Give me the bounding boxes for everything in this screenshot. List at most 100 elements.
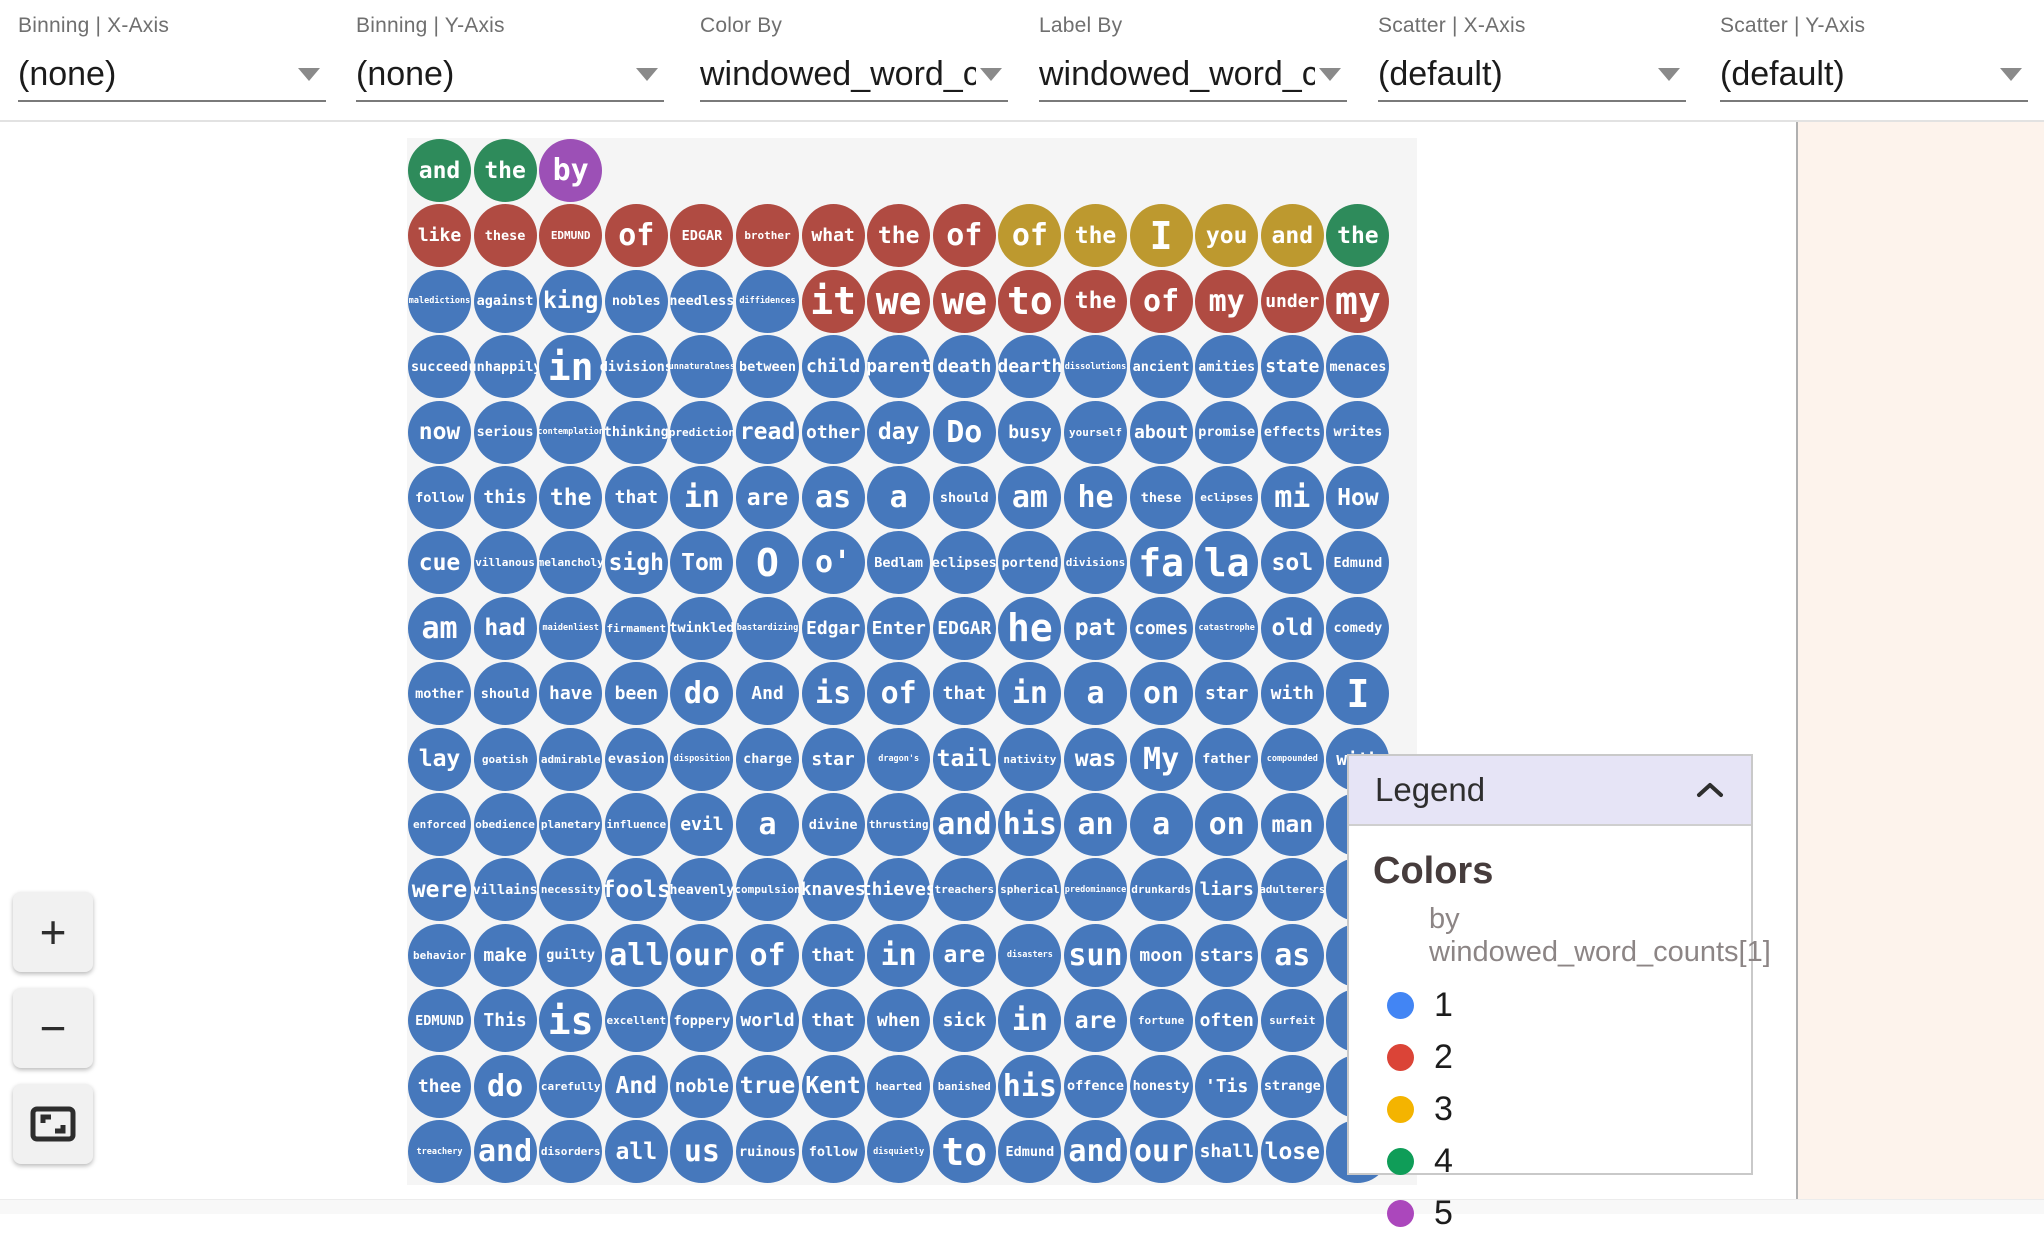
word-bubble[interactable]: of (736, 923, 799, 987)
word-bubble[interactable]: treachery (408, 1120, 471, 1183)
word-bubble[interactable]: fa (1129, 531, 1193, 595)
word-bubble[interactable]: is (801, 662, 865, 726)
word-bubble[interactable]: as (801, 466, 865, 529)
word-bubble[interactable]: between (736, 335, 799, 399)
word-bubble[interactable]: My (1129, 727, 1193, 791)
word-bubble[interactable]: treachers (932, 858, 996, 922)
word-bubble[interactable]: noble (670, 1054, 734, 1118)
word-bubble[interactable]: bastardizing (736, 596, 799, 660)
word-bubble[interactable]: in (670, 466, 734, 529)
word-bubble[interactable]: lose (1260, 1120, 1324, 1183)
word-bubble[interactable]: villains (473, 858, 538, 922)
chevron-down-icon[interactable] (980, 68, 1002, 81)
word-bubble[interactable]: star (801, 727, 865, 791)
word-bubble[interactable]: promise (1195, 400, 1259, 464)
word-bubble[interactable]: he (998, 596, 1062, 660)
word-bubble[interactable]: that (801, 989, 865, 1053)
word-bubble[interactable]: divisions (600, 335, 673, 399)
word-bubble[interactable]: divine (801, 793, 865, 856)
word-bubble[interactable]: spherical (998, 858, 1062, 922)
word-bubble[interactable]: when (867, 989, 931, 1053)
dropdown-value[interactable]: (default) (1720, 55, 1845, 93)
word-bubble[interactable]: villanous (473, 531, 537, 595)
word-bubble[interactable]: banished (932, 1054, 996, 1118)
word-bubble[interactable]: sigh (604, 531, 668, 595)
word-bubble[interactable]: mi (1260, 466, 1324, 529)
word-bubble[interactable]: our (670, 923, 734, 987)
color-by-dropdown[interactable]: Color By windowed_word_counts[1] (700, 14, 1008, 110)
word-bubble[interactable]: been (604, 662, 668, 726)
word-bubble[interactable]: the (1064, 269, 1127, 333)
zoom-in-button[interactable]: + (13, 892, 93, 972)
chevron-down-icon[interactable] (1658, 68, 1680, 81)
word-bubble[interactable]: my (1195, 269, 1259, 333)
word-bubble[interactable]: catastrophe (1195, 596, 1259, 660)
word-bubble[interactable]: thrusting (867, 793, 931, 856)
word-bubble[interactable]: that (801, 923, 865, 987)
word-bubble[interactable]: excellent (604, 989, 668, 1053)
word-bubble[interactable]: a (736, 793, 799, 856)
word-bubble[interactable]: portend (998, 531, 1062, 595)
word-bubble[interactable]: compounded (1260, 727, 1324, 791)
word-bubble[interactable]: admirable (539, 727, 603, 791)
word-bubble[interactable]: needless (669, 269, 734, 333)
word-bubble[interactable]: Edmund (1326, 531, 1390, 595)
word-bubble[interactable]: lay (408, 727, 471, 791)
word-bubble[interactable]: EDMUND (408, 989, 471, 1053)
word-bubble[interactable]: unnaturalness (669, 335, 735, 399)
word-bubble[interactable]: disorders (539, 1120, 603, 1183)
legend-item[interactable]: 5 (1387, 1194, 1751, 1232)
word-bubble[interactable]: fortune (1129, 989, 1193, 1053)
word-bubble[interactable]: day (867, 400, 931, 464)
word-bubble[interactable]: EDGAR (932, 596, 996, 660)
word-bubble[interactable]: these (1129, 466, 1193, 529)
word-bubble[interactable]: dragon's (867, 727, 931, 791)
word-bubble[interactable]: comedy (1326, 596, 1390, 660)
word-bubble[interactable]: against (473, 269, 537, 333)
scatter-y-axis-dropdown[interactable]: Scatter | Y-Axis (default) (1720, 14, 2028, 110)
word-bubble[interactable]: writes (1326, 400, 1390, 464)
word-bubble[interactable]: am (408, 596, 471, 660)
label-by-dropdown[interactable]: Label By windowed_word_counts[1] (1039, 14, 1347, 110)
word-bubble[interactable]: evasion (604, 727, 668, 791)
word-bubble[interactable]: the (1326, 204, 1390, 268)
word-bubble[interactable]: nativity (998, 727, 1062, 791)
word-bubble[interactable]: moon (1129, 923, 1193, 987)
word-bubble[interactable]: comes (1129, 596, 1193, 660)
word-bubble[interactable]: This (473, 989, 537, 1053)
word-bubble[interactable]: were (408, 858, 471, 922)
word-bubble[interactable]: shall (1195, 1120, 1259, 1183)
word-bubble[interactable]: the (1064, 204, 1127, 268)
word-bubble[interactable]: brother (736, 204, 799, 268)
word-bubble[interactable]: with (1260, 662, 1324, 726)
word-bubble[interactable]: pat (1064, 596, 1127, 660)
word-bubble[interactable]: sun (1064, 923, 1127, 987)
word-bubble[interactable]: Bedlam (867, 531, 931, 595)
word-bubble[interactable]: of (998, 204, 1062, 268)
word-bubble[interactable]: was (1064, 727, 1127, 791)
word-bubble[interactable]: his (998, 1054, 1062, 1118)
word-bubble[interactable]: all (604, 923, 668, 987)
word-bubble[interactable]: 'Tis (1195, 1054, 1259, 1118)
word-bubble[interactable]: firmament (604, 596, 668, 660)
word-bubble[interactable]: parent (866, 335, 931, 399)
word-bubble[interactable]: disposition (670, 727, 734, 791)
word-bubble[interactable]: our (1129, 1120, 1193, 1183)
word-bubble[interactable]: on (1195, 793, 1259, 856)
word-bubble[interactable]: offence (1064, 1054, 1127, 1118)
word-bubble[interactable]: world (736, 989, 799, 1053)
word-bubble[interactable]: busy (998, 400, 1062, 464)
word-bubble[interactable]: obedience (473, 793, 537, 856)
word-bubble[interactable]: Edgar (801, 596, 865, 660)
word-bubble[interactable]: diffidences (736, 269, 799, 333)
word-bubble[interactable]: prediction (669, 400, 735, 464)
word-bubble[interactable]: Tom (670, 531, 734, 595)
word-bubble[interactable]: divisions (1064, 531, 1127, 595)
word-bubble[interactable]: knaves (801, 858, 866, 922)
word-bubble[interactable]: it (801, 269, 865, 333)
legend-header[interactable]: Legend (1349, 756, 1751, 826)
chevron-down-icon[interactable] (2000, 68, 2022, 81)
word-bubble[interactable]: thinking (604, 400, 669, 464)
word-bubble[interactable]: I (1129, 204, 1193, 268)
word-bubble[interactable]: on (1129, 662, 1193, 726)
